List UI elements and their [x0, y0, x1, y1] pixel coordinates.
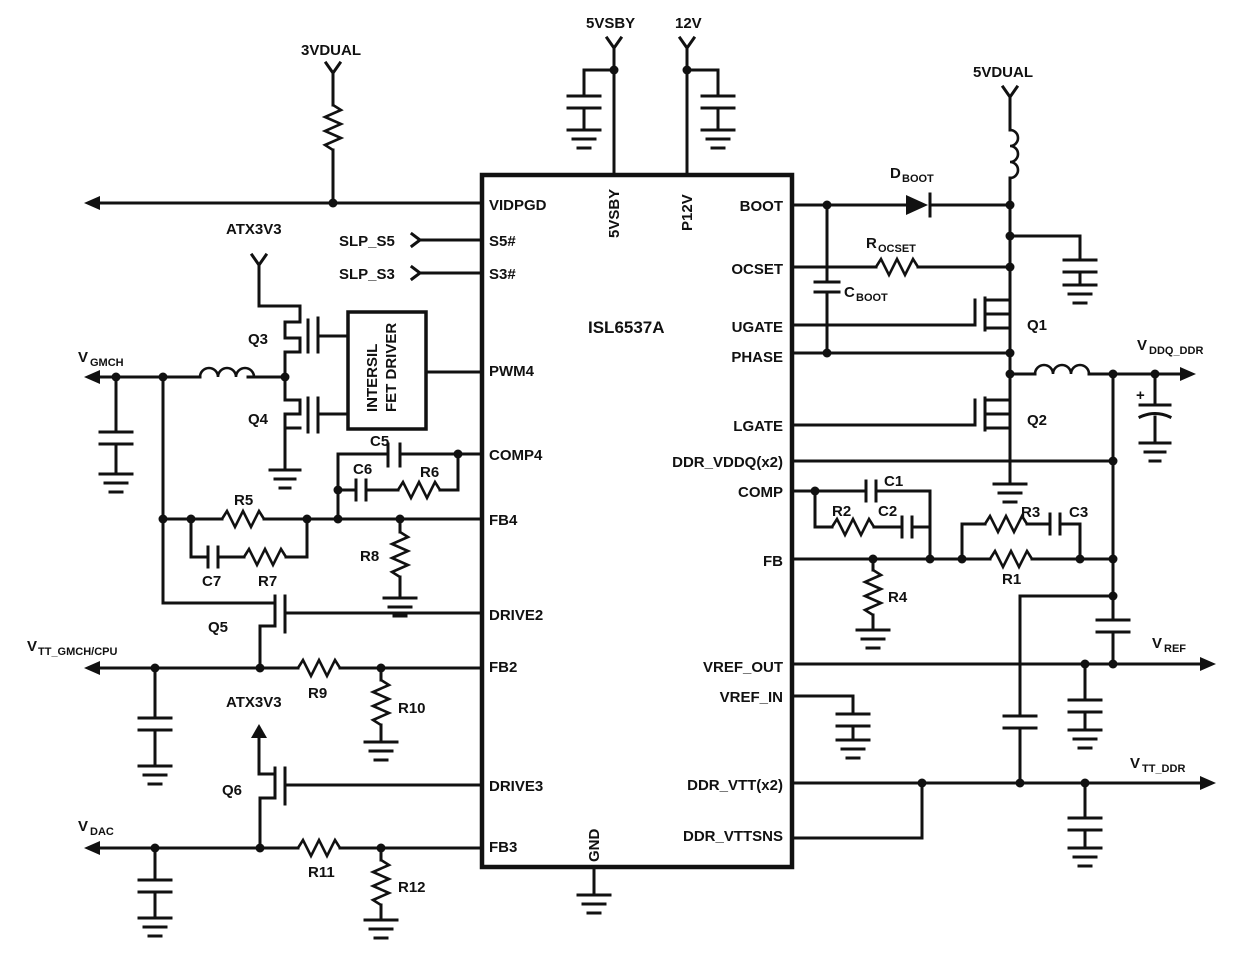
c2-label: C2 [878, 503, 897, 520]
vdac-main: V [78, 818, 88, 835]
pin-lgate: LGATE [733, 418, 783, 435]
pin-fb3: FB3 [489, 839, 517, 856]
vddq-main: V [1137, 337, 1147, 354]
r4-label: R4 [888, 589, 908, 606]
vref-sub: REF [1164, 643, 1186, 655]
pin-ugate: UGATE [732, 319, 783, 336]
pin-s3: S3# [489, 266, 516, 283]
vtt-gmch-sub: TT_GMCH/CPU [38, 646, 118, 658]
vtt-gmch-main: V [27, 638, 37, 655]
r9-label: R9 [308, 685, 327, 702]
vdac-sub: DAC [90, 826, 114, 838]
rail-5vdual: 5VDUAL [973, 64, 1033, 81]
slp-signals: SLP_S5 SLP_S3 [339, 231, 484, 283]
pin-drive3: DRIVE3 [489, 778, 543, 795]
pin-fb2: FB2 [489, 659, 517, 676]
slp-s3-label: SLP_S3 [339, 266, 395, 283]
cboot-sub: BOOT [856, 292, 888, 304]
ddr-compensation: C1 R2 C2 R1 R3 C3 R4 [790, 473, 1118, 650]
r11-label: R11 [308, 864, 335, 881]
vdac-regulator: ATX3V3 Q6 V DAC R11 R12 [78, 694, 484, 940]
supply-12v: 12V [675, 15, 736, 177]
pin-s5: S5# [489, 233, 516, 250]
rail-12v: 12V [675, 15, 702, 32]
q2-label: Q2 [1027, 412, 1047, 429]
ddr-buck-regulator: 5VDUAL D BOOT R OCSET C BOOT Q1 [790, 64, 1203, 622]
pin-ddr-vtt: DDR_VTT(x2) [687, 777, 783, 794]
chip-ground [576, 865, 612, 915]
isl6537a-chip: ISL6537A [479, 172, 795, 870]
fet-driver-line2: FET DRIVER [383, 323, 400, 412]
pin-fb4: FB4 [489, 512, 518, 529]
vgmch-sub: GMCH [90, 357, 124, 369]
vddq-sub: DDQ_DDR [1149, 345, 1203, 357]
fb4-network: C5 C6 R6 R5 C7 R7 R8 [158, 433, 484, 618]
ddr-vref-vtt: V REF V TT_DDR [790, 591, 1216, 868]
pin-ocset: OCSET [731, 261, 783, 278]
pin-gnd: GND [586, 829, 603, 863]
c6-label: C6 [353, 461, 372, 478]
pin-ddr-vddq: DDR_VDDQ(x2) [672, 454, 783, 471]
pin-pwm4: PWM4 [489, 363, 535, 380]
vgmch-main: V [78, 349, 88, 366]
gmch-regulator: ATX3V3 Q3 Q4 INTERSIL FET DRIVER V GMCH [78, 221, 484, 605]
r6-label: R6 [420, 464, 439, 481]
chip-right-pins: BOOT OCSET UGATE PHASE LGATE DDR_VDDQ(x2… [672, 198, 783, 845]
r7-label: R7 [258, 573, 277, 590]
pin-vidpgd: VIDPGD [489, 197, 547, 214]
r12-label: R12 [398, 879, 426, 896]
r1-label: R1 [1002, 571, 1021, 588]
rocset-sub: OCSET [878, 243, 916, 255]
c1-label: C1 [884, 473, 903, 490]
q4-label: Q4 [248, 411, 269, 428]
pin-ddr-vttsns: DDR_VTTSNS [683, 828, 783, 845]
pin-comp4: COMP4 [489, 447, 543, 464]
r2-label: R2 [832, 503, 851, 520]
vtt-ddr-main: V [1130, 755, 1140, 772]
rail-atx3v3-bot: ATX3V3 [226, 694, 282, 711]
c3-label: C3 [1069, 504, 1088, 521]
r10-label: R10 [398, 700, 426, 717]
rail-3vdual: 3VDUAL [301, 42, 361, 59]
pin-p12v: P12V [679, 194, 696, 231]
cboot-main: C [844, 284, 855, 301]
rail-5vsby: 5VSBY [586, 15, 635, 32]
rail-atx3v3-top: ATX3V3 [226, 221, 282, 238]
slp-s5-label: SLP_S5 [339, 233, 395, 250]
dboot-main: D [890, 165, 901, 182]
r3-label: R3 [1021, 504, 1040, 521]
q1-label: Q1 [1027, 317, 1047, 334]
vtt-ddr-sub: TT_DDR [1142, 763, 1185, 775]
r8-label: R8 [360, 548, 379, 565]
vidpgd-net: 3VDUAL [84, 42, 484, 210]
q3-label: Q3 [248, 331, 268, 348]
pin-drive2: DRIVE2 [489, 607, 543, 624]
rocset-main: R [866, 235, 877, 252]
fet-driver-line1: INTERSIL [364, 344, 381, 412]
pin-fb: FB [763, 553, 783, 570]
chip-name: ISL6537A [588, 318, 665, 337]
pin-comp: COMP [738, 484, 783, 501]
pin-boot: BOOT [740, 198, 783, 215]
vtt-gmch-regulator: Q5 V TT_GMCH/CPU R9 R10 [27, 594, 484, 786]
pin-vref-in: VREF_IN [720, 689, 783, 706]
r5-label: R5 [234, 492, 253, 509]
pin-5vsby: 5VSBY [606, 189, 623, 238]
pin-phase: PHASE [731, 349, 783, 366]
c7-label: C7 [202, 573, 221, 590]
q6-label: Q6 [222, 782, 242, 799]
c5-label: C5 [370, 433, 389, 450]
chip-left-pins: VIDPGD S5# S3# PWM4 COMP4 FB4 DRIVE2 FB2… [489, 197, 547, 856]
dboot-sub: BOOT [902, 173, 934, 185]
cap-plus-sign: + [1136, 387, 1145, 404]
pin-vref-out: VREF_OUT [703, 659, 783, 676]
supply-5vsby: 5VSBY [566, 15, 635, 177]
q5-label: Q5 [208, 619, 228, 636]
vref-main: V [1152, 635, 1162, 652]
